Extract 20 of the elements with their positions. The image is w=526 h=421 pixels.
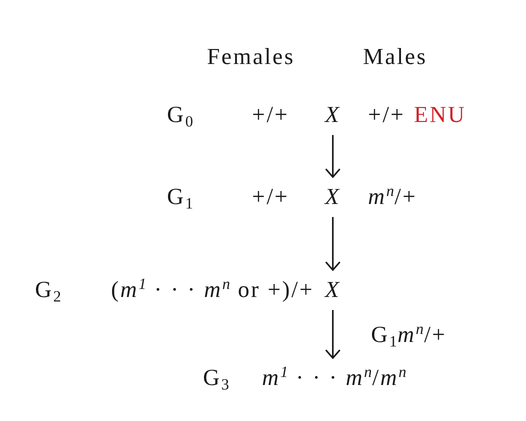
genotype-label: +/+ — [252, 185, 290, 209]
arrow — [325, 310, 341, 359]
column-heading: Males — [363, 45, 428, 69]
edge-label: G$_{1}$m$^{n}$/+ — [371, 323, 447, 347]
mutagen-label: ENU — [414, 103, 466, 127]
cross-symbol: X — [325, 185, 341, 209]
genotype-label: +/+ — [368, 103, 406, 127]
arrow — [325, 135, 341, 178]
cross-symbol: X — [325, 278, 341, 302]
generation-label: G$_{3}$ — [203, 366, 230, 390]
genotype-label: (m$^{1}$ · · · m$^{n}$ or +)/+ — [111, 278, 314, 302]
column-heading: Females — [207, 45, 295, 69]
arrow — [325, 217, 341, 271]
cross-symbol: X — [325, 103, 341, 127]
genotype-label: m$^{1}$ · · · m$^{n}$/m$^{n}$ — [262, 366, 407, 390]
generation-label: G$_{1}$ — [167, 185, 194, 209]
genotype-label: +/+ — [252, 103, 290, 127]
generation-label: G$_{2}$ — [35, 278, 62, 302]
generation-label: G$_{0}$ — [167, 103, 194, 127]
genotype-label: m$^{n}$/+ — [368, 185, 418, 209]
